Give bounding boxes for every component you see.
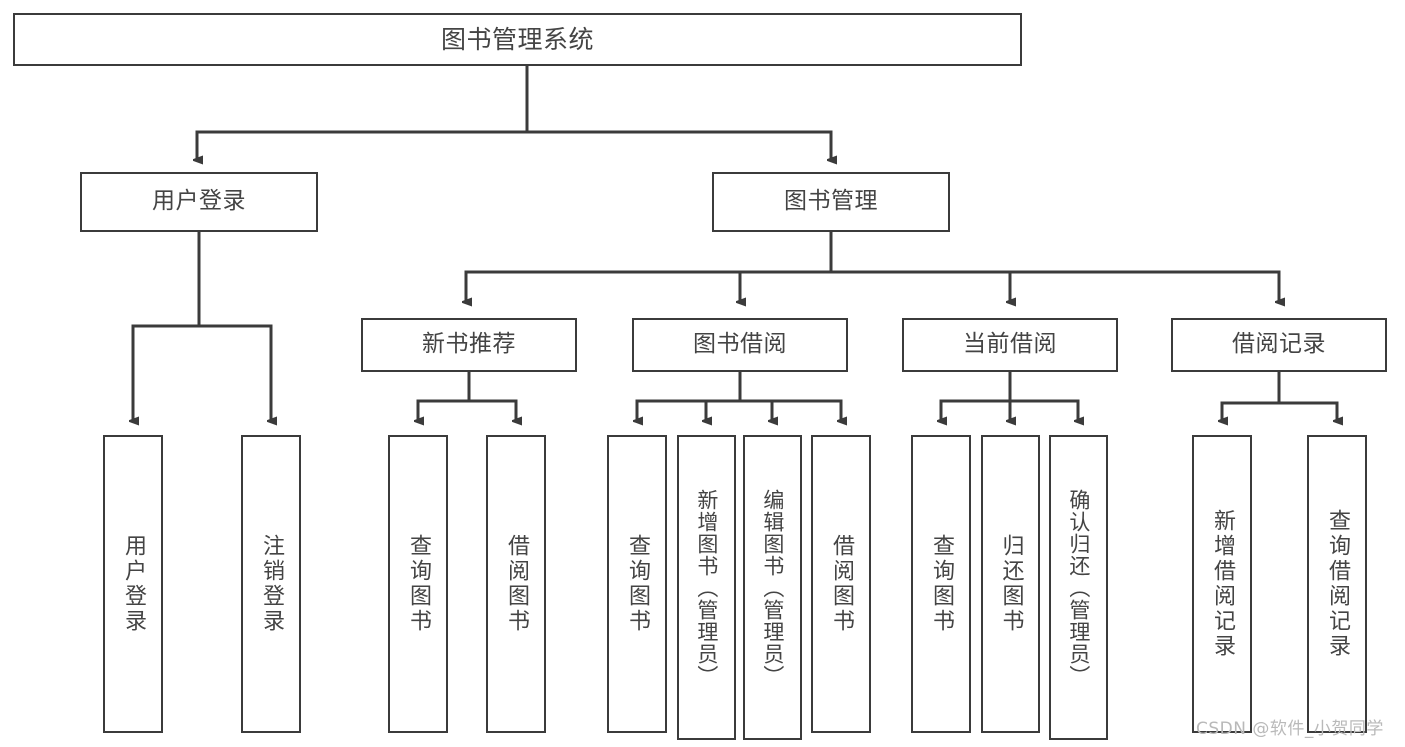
node-label: 借阅记录 [1232,331,1326,358]
node-label: 借阅图书 [503,534,529,634]
node-book-manage[interactable]: 图书管理 [712,172,950,232]
node-label: 归还图书 [998,534,1024,634]
node-book-borrow[interactable]: 图书借阅 [632,318,848,372]
leaf-add-book[interactable]: 新增图书（管理员） [677,435,736,740]
leaf-confirm-return[interactable]: 确认归还（管理员） [1049,435,1108,740]
leaf-borrow-book[interactable]: 借阅图书 [811,435,871,733]
node-label: 查询图书 [928,534,954,634]
node-root-system[interactable]: 图书管理系统 [13,13,1022,66]
node-label: 新增图书（管理员） [694,488,719,687]
node-user-login[interactable]: 用户登录 [80,172,318,232]
node-label: 用户登录 [120,534,146,634]
node-label: 编辑图书（管理员） [760,488,785,687]
leaf-borrow-book-recommend[interactable]: 借阅图书 [486,435,546,733]
leaf-user-login[interactable]: 用户登录 [103,435,163,733]
node-label: 注销登录 [258,534,284,634]
leaf-user-logout[interactable]: 注销登录 [241,435,301,733]
node-label: 查询图书 [405,534,431,634]
node-label: 用户登录 [152,188,246,215]
leaf-query-borrow-record[interactable]: 查询借阅记录 [1307,435,1367,733]
node-label: 图书借阅 [693,331,787,358]
leaf-query-book-recommend[interactable]: 查询图书 [388,435,448,733]
leaf-query-book-borrow[interactable]: 查询图书 [607,435,667,733]
node-label: 新增借阅记录 [1209,509,1235,659]
leaf-add-borrow-record[interactable]: 新增借阅记录 [1192,435,1252,733]
node-label: 当前借阅 [963,331,1057,358]
leaf-query-book-current[interactable]: 查询图书 [911,435,971,733]
node-new-book-recommend[interactable]: 新书推荐 [361,318,577,372]
csdn-watermark: CSDN @软件_小贺同学 [1196,719,1384,739]
node-label: 借阅图书 [828,534,854,634]
node-borrow-record[interactable]: 借阅记录 [1171,318,1387,372]
node-label: 图书管理 [784,188,878,215]
node-label: 确认归还（管理员） [1066,488,1091,687]
node-label: 图书管理系统 [440,24,594,54]
node-current-borrow[interactable]: 当前借阅 [902,318,1118,372]
leaf-edit-book[interactable]: 编辑图书（管理员） [743,435,802,740]
node-label: 查询借阅记录 [1324,509,1350,659]
leaf-return-book[interactable]: 归还图书 [981,435,1040,733]
node-label: 新书推荐 [422,331,516,358]
node-label: 查询图书 [624,534,650,634]
